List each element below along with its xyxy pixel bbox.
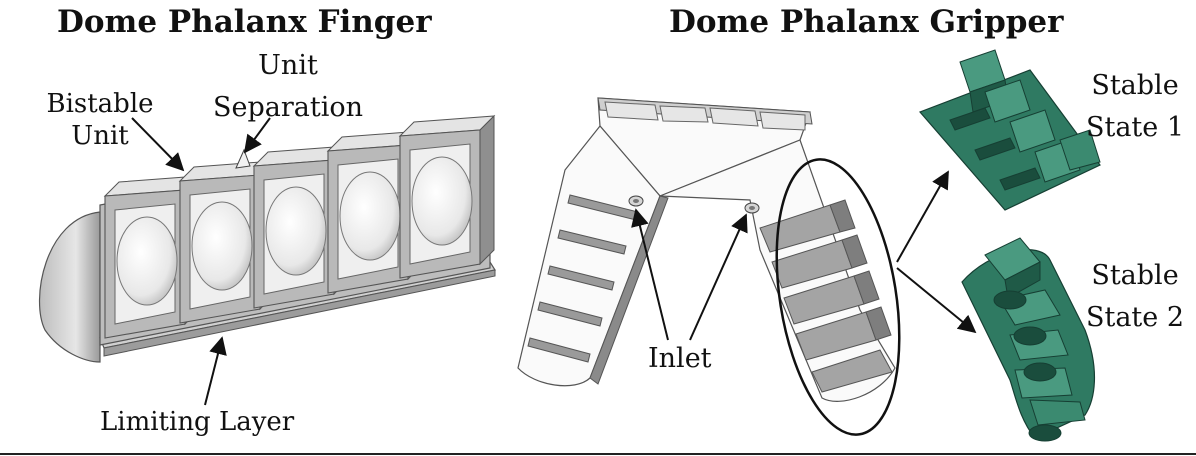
bistable-unit bbox=[103, 174, 201, 339]
arrow-inlet-left bbox=[631, 208, 669, 341]
label-limiting-layer: Limiting Layer bbox=[100, 407, 295, 437]
bistable-unit bbox=[178, 159, 276, 324]
arrow-limiting-layer bbox=[204, 336, 227, 406]
arrow-to-state-1 bbox=[896, 170, 949, 263]
label-unit-separation: Unit Separation bbox=[213, 50, 363, 123]
label-stable-state-2: Stable State 2 bbox=[1085, 260, 1185, 333]
arrow-bistable-unit bbox=[131, 117, 185, 172]
bistable-units bbox=[103, 114, 496, 339]
unit-separation-notch bbox=[235, 148, 251, 169]
inlet-ports bbox=[628, 195, 760, 214]
label-bistable-unit: Bistable Unit bbox=[46, 89, 154, 151]
finger-end-cap bbox=[38, 211, 101, 363]
bistable-unit bbox=[398, 114, 496, 279]
bistable-unit bbox=[252, 144, 350, 309]
highlight-ellipse bbox=[775, 158, 901, 436]
label-stable-state-1: Stable State 1 bbox=[1085, 70, 1185, 143]
label-inlet: Inlet bbox=[648, 343, 712, 374]
right-title: Dome Phalanx Gripper bbox=[669, 4, 1064, 40]
arrow-to-state-2 bbox=[896, 267, 977, 334]
left-title: Dome Phalanx Finger bbox=[57, 4, 432, 40]
stable-state-1-model bbox=[918, 49, 1101, 211]
arrow-unit-separation bbox=[243, 117, 271, 154]
stable-state-2-model bbox=[961, 237, 1095, 442]
arrow-inlet-right bbox=[689, 213, 748, 341]
